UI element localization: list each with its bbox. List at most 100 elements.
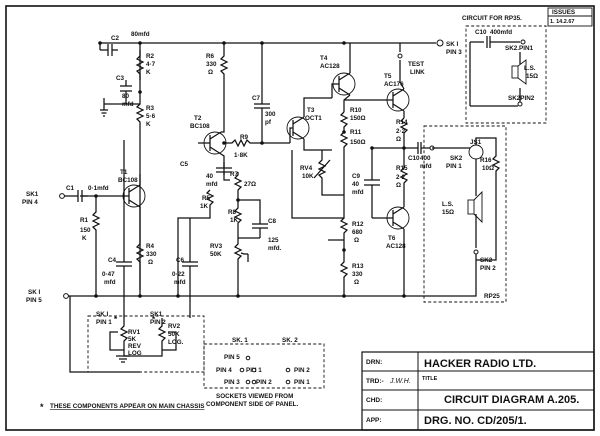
c2-capacitor: C2 80mfd [99,31,150,56]
c8-capacitor: C8 125 mfd. [238,199,282,252]
sockets-diagram: SK. 1 SK. 2 PIN 5 PIN 4 PIN 3 PIN 1 PIN … [203,337,325,408]
t4-type: AC128 [320,63,340,70]
t5-transistor: T5 AC176 [344,73,410,118]
r3-resistor: R3 5·6 K [135,90,156,290]
trd-signature: J.W.H. [389,378,411,385]
t6-transistor: T6 AC128 [372,200,410,290]
sheet-border [5,5,595,431]
sockets-pin2: PIN 2 [256,379,272,386]
rv1-rev: REV [128,343,142,350]
t6-type: AC128 [386,243,406,250]
sk1-pin3-label-b: PIN 3 [446,49,462,56]
r2-unit: K [146,69,151,76]
c6-ref: C6 [176,257,185,264]
t4-ref: T4 [320,55,328,62]
rv4-preset: RV4 10K [300,150,344,196]
r14-unit: Ω [396,136,401,143]
lower-sk1-pin2-label-b: PIN 2 [150,319,166,326]
t2-ref: T2 [194,115,202,122]
issues-heading: ISSUES [552,9,575,16]
rp25-output-box: JS1 SK2 PIN 1 R16 10Ω L.S. 15Ω SK2 PIN 2… [420,125,507,303]
drawing-number: DRG. NO. CD/205/1. [424,415,527,427]
r16-value: 10Ω [482,165,494,172]
r12-resistor: R12 680 Ω [328,217,364,250]
t3-collector-wire [291,150,345,219]
r8-ref: R8 [228,209,237,216]
rv2-log: LOG. [168,339,184,346]
loudspeaker-icon [473,190,483,224]
c7-ref: C7 [252,95,261,102]
drawing-title: CIRCUIT DIAGRAM A.205. [444,394,579,406]
r15-resistor: R15 2·2 Ω [396,146,409,200]
c10-unit: mfd [420,163,432,170]
r9-resistor: R9 1·8K [222,134,262,159]
t3-ref: T3 [307,107,315,114]
sk1-pin4-label-b: PIN 4 [22,199,38,206]
t5-type: AC176 [384,81,404,88]
r11-value: 150Ω [350,139,366,146]
r1-resistor: R1 150 K [80,194,101,296]
sk1-pin3-terminal [436,39,444,47]
rp35-circuit-box: CIRCUIT FOR RP35. C10 400mfd SK2.PIN1 L.… [462,15,547,124]
c9-unit: mfd [352,189,364,196]
r15-ref: R15 [396,165,408,172]
rv3-value: 50K [210,251,222,258]
sk1-pin4-label-a: SK1 [26,191,39,198]
test-link: TEST LINK [397,43,425,82]
sockets-sk2-pin2: PIN 2 [294,367,310,374]
r11-ref: R11 [350,129,362,136]
r8-value: 1K [230,217,239,224]
rv2-value: 50K [168,331,180,338]
trd-label: TRD:- [366,378,384,385]
rp35-ls-ohm: 15Ω [526,73,538,80]
r1-value: 150 [80,227,91,234]
c4-capacitor: C4 0·47 mfd [102,140,132,312]
t2-transistor: T2 BC108 [190,115,227,175]
c9-value: 40 [352,181,360,188]
rv1-log: LOG [128,350,142,357]
c4-ref: C4 [108,257,117,264]
t3-transistor: T3 OCT1 [286,97,332,151]
r9-value: 1·8K [234,152,248,159]
r1-ref: R1 [80,217,89,224]
c10-value: 400 [420,155,431,162]
rv4-value: 10K [302,173,314,180]
sockets-pin3: PIN 3 [224,379,240,386]
c7-capacitor: C7 300 pf [252,43,290,145]
svg-text:*: * [152,315,156,324]
rp35-c10-label: C10 [475,29,487,36]
rv1-value: 5K [128,336,137,343]
r1-unit: K [82,235,87,242]
sk1-pin5-label-b: PIN 5 [26,297,42,304]
svg-text:*: * [114,315,118,324]
c8-ref: C8 [268,218,277,225]
title-label: TITLE [422,376,438,382]
ls-ohm: 15Ω [442,209,454,216]
test-link-label-b: LINK [410,69,425,76]
sk2-pin2-label-b: PIN 2 [480,265,496,272]
r4-value: 330 [146,251,157,258]
c7-value: 300 [265,111,276,118]
r16-ref: R16 [480,157,492,164]
sk2-pin1-label-a: SK2 [450,155,463,162]
chd-label: CHD: [366,397,382,404]
rv3-ref: RV3 [210,243,223,250]
sockets-note-line1: SOCKETS VIEWED FROM [216,393,293,400]
lower-sk1-pin1-label-a: SK I [96,311,108,318]
r7-value: 27Ω [244,181,256,188]
rp25-label: RP25 [484,293,500,300]
r5-resistor: R5 1K [177,189,215,296]
c3-value: 80 [122,93,130,100]
r13-unit: Ω [354,279,359,286]
c2-value: 80mfd [131,31,150,38]
drn-label: DRN: [366,359,382,366]
svg-text:*: * [40,402,44,412]
footnote: * THESE COMPONENTS APPEAR ON MAIN CHASSI… [40,402,204,412]
c4-unit: mfd [104,279,116,286]
c1-ref: C1 [66,185,75,192]
c6-capacitor: C6 0·22 mfd [172,218,198,312]
c8-unit: mfd. [268,245,282,252]
r4-ref: R4 [146,243,155,250]
r7-ref: R7 [230,171,239,178]
